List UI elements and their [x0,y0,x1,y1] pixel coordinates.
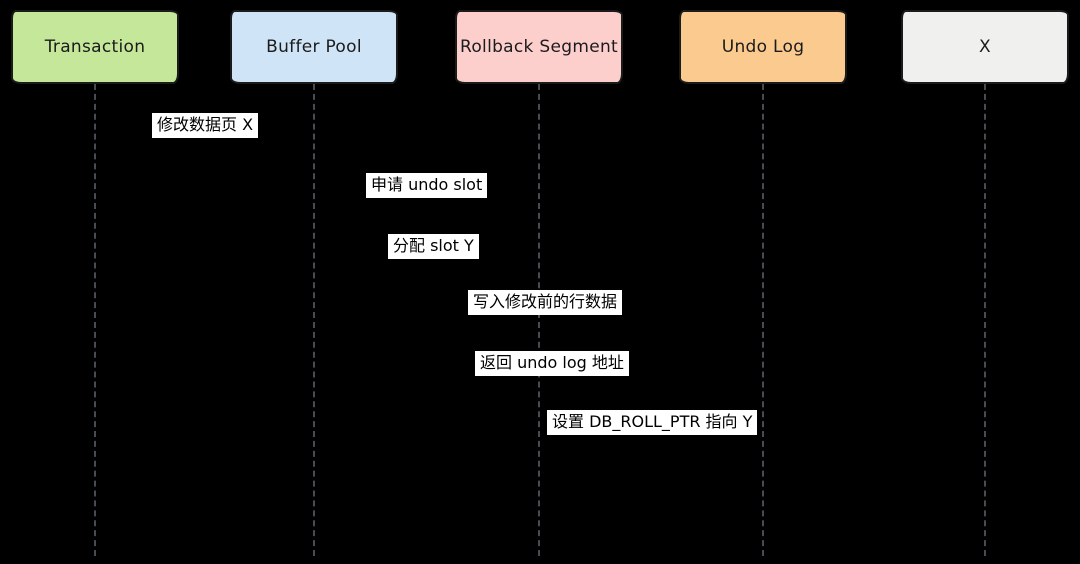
actor-column-x: X [901,10,1069,556]
actor-label-x: X [979,37,991,57]
actor-box-undo-log: Undo Log [679,10,847,84]
message-label-request-undo-slot: 申请 undo slot [366,173,488,198]
actor-column-undo-log: Undo Log [679,10,847,556]
lifeline-rollback-segment [538,84,540,556]
actor-box-rollback-segment: Rollback Segment [455,10,623,84]
actor-label-transaction: Transaction [44,37,146,57]
message-label-set-db-roll-ptr: 设置 DB_ROLL_PTR 指向 Y [547,410,758,435]
message-label-return-undo-log-address: 返回 undo log 地址 [475,351,629,376]
lifeline-undo-log [762,84,764,556]
lifeline-x [984,84,986,556]
actor-column-buffer-pool: Buffer Pool [230,10,398,556]
message-label-write-pre-modify-row: 写入修改前的行数据 [468,290,623,315]
message-label-allocate-slot-y: 分配 slot Y [388,234,479,259]
actor-label-rollback-segment: Rollback Segment [460,37,618,57]
actor-label-undo-log: Undo Log [721,37,805,57]
actor-column-rollback-segment: Rollback Segment [455,10,623,556]
message-label-modify-data-page: 修改数据页 X [152,113,259,138]
actor-label-buffer-pool: Buffer Pool [266,37,362,57]
lifeline-buffer-pool [313,84,315,556]
actor-box-buffer-pool: Buffer Pool [230,10,398,84]
actor-column-transaction: Transaction [11,10,179,556]
lifeline-transaction [94,84,96,556]
actor-box-transaction: Transaction [11,10,179,84]
actor-box-x: X [901,10,1069,84]
